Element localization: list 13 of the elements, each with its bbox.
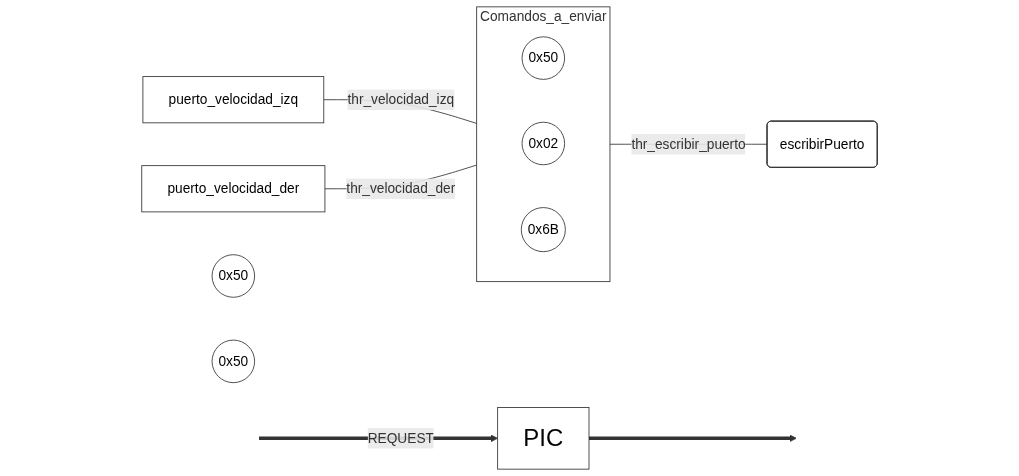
node-circle: 0x6B — [520, 207, 566, 253]
node-circle: 0x50 — [521, 36, 566, 80]
node-box: puerto_velocidad_der — [141, 165, 326, 213]
edge-label: thr_velocidad_izq — [347, 92, 455, 107]
node-circle: 0x50 — [211, 254, 256, 298]
node-box: puerto_velocidad_izq — [142, 76, 325, 124]
edge-label: thr_velocidad_der — [346, 181, 456, 196]
arrow — [589, 434, 797, 443]
edge-label: thr_escribir_puerto — [631, 136, 746, 152]
edge-label: REQUEST — [367, 430, 434, 446]
node-circle: 0x02 — [521, 121, 566, 166]
node-box: PIC — [497, 407, 590, 470]
node-circle: 0x50 — [211, 339, 256, 384]
